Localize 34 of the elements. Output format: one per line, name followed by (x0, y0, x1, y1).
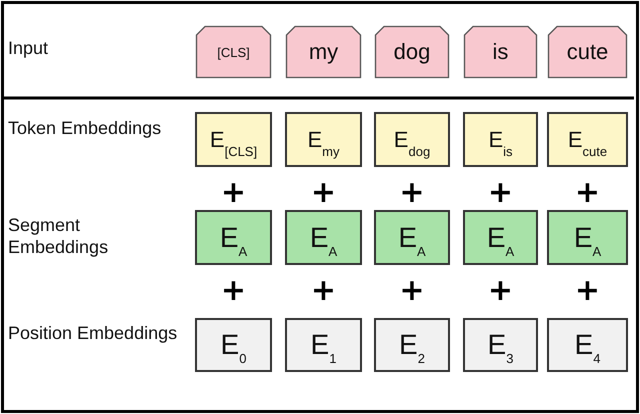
row-label: Position Embeddings (8, 322, 178, 344)
position-embedding-box: E$_{3}$ (463, 318, 538, 372)
segment-embedding-box: E$_{A}$ (374, 210, 450, 265)
input-token-tab: my (285, 25, 362, 79)
plus-sign: + (486, 178, 514, 208)
token-embedding-box: E$_{my}$ (285, 112, 362, 167)
plus-sign: + (220, 178, 248, 208)
input-token-tab: is (463, 25, 538, 79)
row-label: Token Embeddings (8, 117, 162, 139)
segment-embedding-box: E$_{A}$ (547, 210, 628, 265)
row-label: Segment Embeddings (8, 214, 110, 258)
position-embedding-box: E$_{4}$ (547, 318, 628, 372)
plus-sign: + (574, 178, 602, 208)
token-embedding-box: E$_{dog}$ (374, 112, 450, 167)
token-embedding-box: E$_{[CLS]}$ (195, 112, 272, 167)
segment-embedding-box: E$_{A}$ (285, 210, 362, 265)
plus-sign: + (220, 276, 248, 306)
plus-sign: + (398, 178, 426, 208)
plus-sign: + (486, 276, 514, 306)
row-label: Input (8, 37, 50, 59)
position-embedding-box: E$_{0}$ (195, 318, 272, 372)
input-token-tab: [CLS] (195, 25, 272, 79)
token-embedding-box: E$_{is}$ (463, 112, 538, 167)
input-token-tab: dog (374, 25, 450, 79)
segment-embedding-box: E$_{A}$ (195, 210, 272, 265)
plus-sign: + (310, 178, 338, 208)
position-embedding-box: E$_{2}$ (374, 318, 450, 372)
plus-sign: + (398, 276, 426, 306)
position-embedding-box: E$_{1}$ (285, 318, 362, 372)
plus-sign: + (574, 276, 602, 306)
token-embedding-box: E$_{cute}$ (547, 112, 628, 167)
segment-embedding-box: E$_{A}$ (463, 210, 538, 265)
plus-sign: + (310, 276, 338, 306)
input-token-tab: cute (547, 25, 628, 79)
